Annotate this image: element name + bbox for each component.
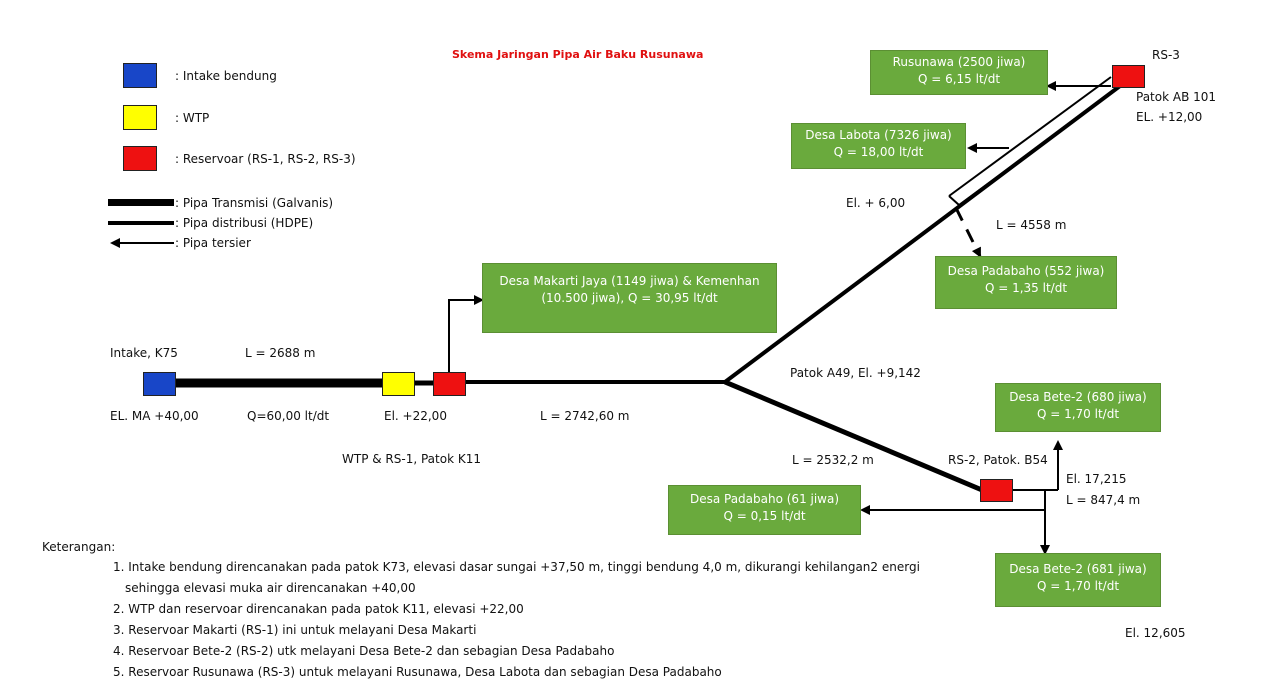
label-l2: L = 2742,60 m xyxy=(540,409,630,423)
box-rusunawa: Rusunawa (2500 jiwa)Q = 6,15 lt/dt xyxy=(870,50,1048,95)
label-el22: El. +22,00 xyxy=(384,409,447,423)
label-el12605: El. 12,605 xyxy=(1125,626,1186,640)
label-el6: El. + 6,00 xyxy=(846,196,906,210)
box-makarti: Desa Makarti Jaya (1149 jiwa) & Kemenhan… xyxy=(482,263,777,333)
diagram-title: Skema Jaringan Pipa Air Baku Rusunawa xyxy=(452,48,704,61)
legend-transmisi-line xyxy=(108,199,174,206)
label-l3: L = 2532,2 m xyxy=(792,453,874,467)
wtp-node xyxy=(382,372,415,396)
label-patok-ab101: Patok AB 101 xyxy=(1136,90,1217,104)
label-rs2: RS-2, Patok. B54 xyxy=(948,453,1048,467)
legend-reservoar-label: : Reservoar (RS-1, RS-2, RS-3) xyxy=(175,152,356,166)
box-bete-681: Desa Bete-2 (681 jiwa)Q = 1,70 lt/dt xyxy=(995,553,1161,607)
box-bete-680: Desa Bete-2 (680 jiwa)Q = 1,70 lt/dt xyxy=(995,383,1161,432)
legend-transmisi-label: : Pipa Transmisi (Galvanis) xyxy=(175,196,334,210)
rs2-node xyxy=(980,479,1013,502)
box-padabaho-552: Desa Padabaho (552 jiwa)Q = 1,35 lt/dt xyxy=(935,256,1117,309)
legend-wtp-label: : WTP xyxy=(175,111,210,125)
note-item: 4. Reservoar Bete-2 (RS-2) utk melayani … xyxy=(113,644,615,658)
legend-reservoar-swatch xyxy=(123,146,157,171)
legend-wtp-swatch xyxy=(123,105,157,130)
rs1-node xyxy=(433,372,466,396)
note-item: 1. Intake bendung direncanakan pada pato… xyxy=(113,560,920,574)
note-item: sehingga elevasi muka air direncanakan +… xyxy=(125,581,416,595)
label-el-ma: EL. MA +40,00 xyxy=(110,409,199,423)
label-l5: L = 4558 m xyxy=(996,218,1067,232)
label-q1: Q=60,00 lt/dt xyxy=(247,409,330,423)
label-el17: El. 17,215 xyxy=(1066,472,1127,486)
pipe-rs1-makarti xyxy=(448,295,484,372)
pipe-junction-rs2 xyxy=(724,379,983,493)
pipe-rs3-double-b xyxy=(958,85,1122,206)
notes-heading: Keterangan: xyxy=(42,540,116,554)
label-intake: Intake, K75 xyxy=(110,346,178,360)
intake-node xyxy=(143,372,176,396)
rs3-node xyxy=(1112,65,1145,88)
note-item: 3. Reservoar Makarti (RS-1) ini untuk me… xyxy=(113,623,477,637)
pipe-rs3-double-a xyxy=(948,76,1112,197)
box-labota: Desa Labota (7326 jiwa)Q = 18,00 lt/dt xyxy=(791,123,966,169)
legend-tersier-label: : Pipa tersier xyxy=(175,236,251,250)
label-l1: L = 2688 m xyxy=(245,346,316,360)
label-l4: L = 847,4 m xyxy=(1066,493,1141,507)
pipe-padabaho-552 xyxy=(954,207,982,258)
label-rs3: RS-3 xyxy=(1152,48,1180,62)
label-patok-a49: Patok A49, El. +9,142 xyxy=(790,366,921,380)
label-wtp-rs1: WTP & RS-1, Patok K11 xyxy=(342,452,481,466)
legend-intake-swatch xyxy=(123,63,157,88)
legend-distribusi-line xyxy=(108,221,174,225)
box-padabaho-61: Desa Padabaho (61 jiwa)Q = 0,15 lt/dt xyxy=(668,485,861,535)
legend-distribusi-label: : Pipa distribusi (HDPE) xyxy=(175,216,314,230)
note-item: 2. WTP dan reservoar direncanakan pada p… xyxy=(113,602,524,616)
note-item: 5. Reservoar Rusunawa (RS-3) untuk melay… xyxy=(113,665,722,679)
legend-intake-label: : Intake bendung xyxy=(175,69,277,83)
label-el12: EL. +12,00 xyxy=(1136,110,1203,124)
